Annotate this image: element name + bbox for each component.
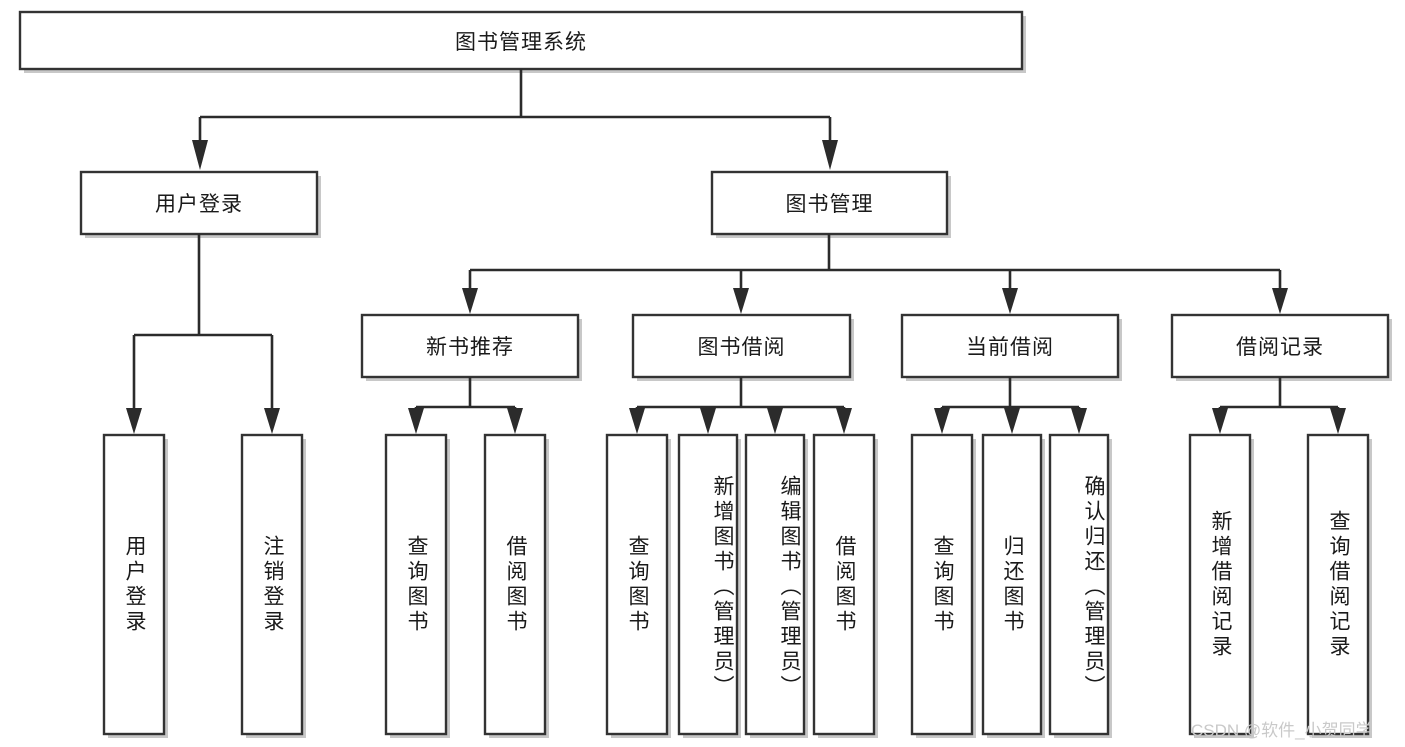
- leaf-borrow-book-1[interactable]: [483, 433, 549, 738]
- connector-newbookrec-to-leaves: [408, 377, 523, 434]
- connector-currentborrow-to-leaves: [934, 377, 1087, 434]
- leaf-confirm-return[interactable]: [1048, 433, 1112, 738]
- connector-userlogin-to-leaves: [126, 234, 280, 434]
- leaf-edit-book[interactable]: [744, 433, 808, 738]
- node-new-book-rec[interactable]: [360, 313, 582, 381]
- leaf-return-book[interactable]: [981, 433, 1045, 738]
- leaf-borrow-book-2[interactable]: [812, 433, 878, 738]
- leaf-query-book-2[interactable]: [605, 433, 671, 738]
- connector-bookmanage-to-level3: [462, 234, 1288, 314]
- leaf-query-book-3[interactable]: [910, 433, 976, 738]
- node-borrow-record[interactable]: [1170, 313, 1392, 381]
- node-book-borrow[interactable]: [631, 313, 854, 381]
- node-root[interactable]: [18, 10, 1026, 73]
- connector-bookborrow-to-leaves: [629, 377, 852, 434]
- leaf-add-record[interactable]: [1188, 433, 1254, 738]
- node-current-borrow[interactable]: [900, 313, 1122, 381]
- leaf-add-book[interactable]: [677, 433, 741, 738]
- leaf-query-record[interactable]: [1306, 433, 1372, 738]
- leaf-user-login[interactable]: [102, 433, 168, 738]
- leaf-query-book-1[interactable]: [384, 433, 450, 738]
- connector-borrowrecord-to-leaves: [1212, 377, 1346, 434]
- node-book-manage[interactable]: [710, 170, 951, 238]
- node-user-login[interactable]: [79, 170, 321, 238]
- connector-root-to-level2: [192, 69, 838, 170]
- leaf-logout[interactable]: [240, 433, 306, 738]
